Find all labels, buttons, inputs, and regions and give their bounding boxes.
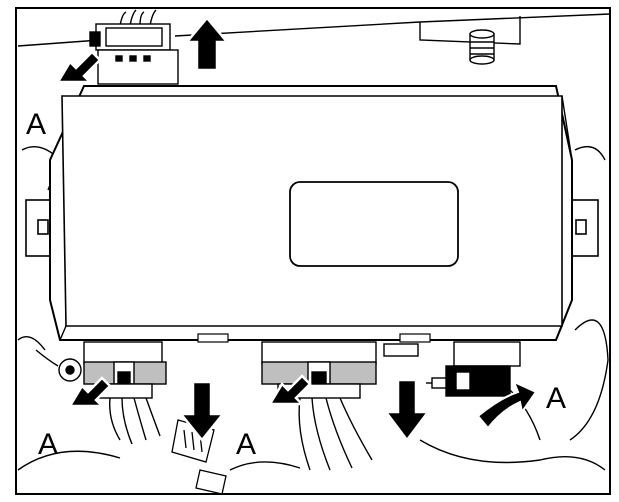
callout-label: A	[236, 428, 256, 461]
bottom-right-connector-icon	[426, 341, 521, 397]
push-arrows	[55, 50, 312, 408]
rotate-arrow-icon	[476, 380, 538, 430]
top-connector-icon	[89, 9, 179, 85]
callout-label: A	[38, 428, 58, 461]
callout-label: A	[26, 108, 46, 141]
pull-down-arrows	[178, 378, 431, 443]
module-label-plate	[289, 181, 459, 267]
pull-down-arrow-icon	[383, 378, 431, 443]
pull-down-arrow-icon	[178, 380, 226, 442]
callout-label: A	[546, 382, 566, 415]
threaded-stud-icon	[469, 29, 495, 65]
vehicle-body-lines	[17, 13, 611, 471]
control-module	[49, 85, 573, 343]
bottom-left-connector-icon	[35, 341, 167, 445]
pull-up-arrow-icon	[184, 16, 230, 72]
push-arrow-icon	[67, 376, 112, 408]
push-arrow-icon	[267, 374, 312, 406]
push-arrow-icon	[55, 50, 102, 84]
bottom-middle-connector-icon	[261, 341, 419, 471]
